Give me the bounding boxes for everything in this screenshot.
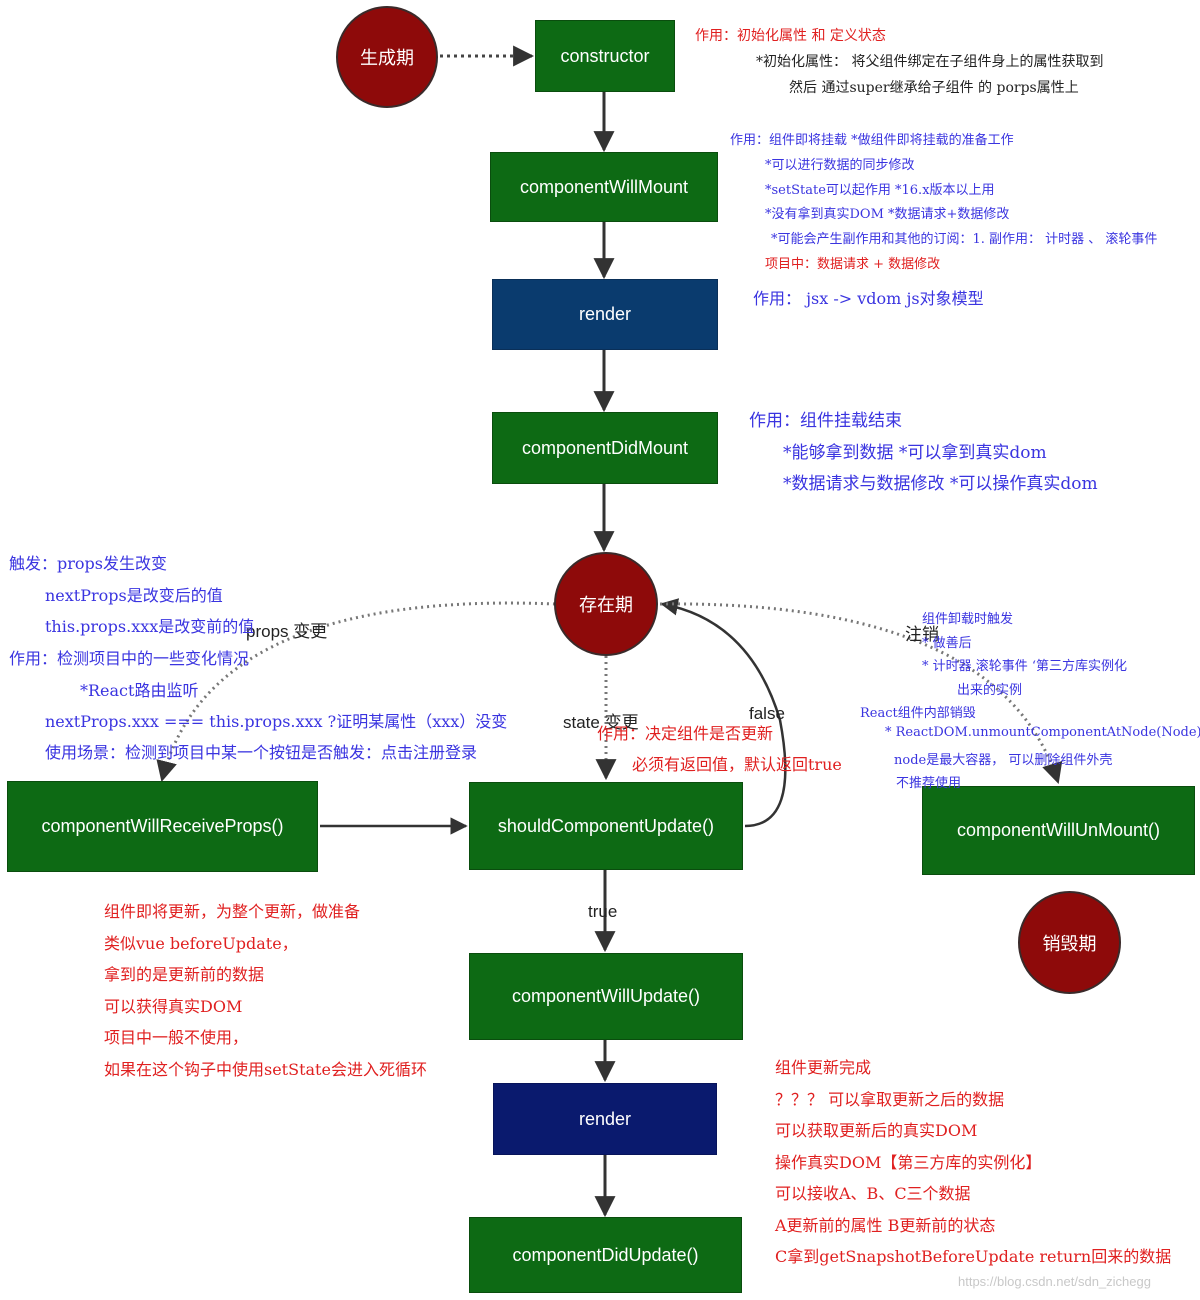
did-update-note-4: 操作真实DOM【第三方库的实例化】 — [775, 1153, 1042, 1172]
will-receive-props-note-7: 使用场景：检测到项目中某一个按钮是否触发：点击注册登录 — [45, 743, 478, 762]
destroy-phase-label: 销毁期 — [1042, 933, 1097, 954]
will-unmount-note-4: 出来的实例 — [957, 683, 1023, 698]
did-update-note-3: 可以获取更新后的真实DOM — [775, 1121, 978, 1140]
constructor-label: constructor — [560, 45, 650, 66]
render-update-node: render — [493, 1083, 717, 1155]
component-did-update-label: componentDidUpdate() — [512, 1244, 699, 1265]
will-unmount-note-3: * 计时器 滚轮事件 ‘第三方库实例化 — [922, 659, 1128, 674]
should-component-update-node: shouldComponentUpdate() — [469, 782, 743, 870]
should-component-update-label: shouldComponentUpdate() — [497, 815, 715, 836]
did-mount-note-1: 作用：组件挂载结束 — [749, 411, 902, 431]
props-change-label: props 变更 — [246, 622, 328, 641]
did-update-note-7: C拿到getSnapshotBeforeUpdate return回来的数据 — [775, 1247, 1172, 1266]
destroy-phase-node: 销毁期 — [1018, 891, 1121, 994]
will-unmount-note-7: node是最大容器， 可以删除组件外壳 — [894, 753, 1113, 768]
component-did-update-node: componentDidUpdate() — [469, 1217, 742, 1293]
will-receive-props-note-4: 作用：检测项目中的一些变化情况 — [9, 649, 250, 668]
component-will-unmount-label: componentWillUnMount() — [956, 820, 1161, 840]
will-receive-props-note-3: this.props.xxx是改变前的值 — [45, 617, 255, 636]
component-will-update-node: componentWillUpdate() — [469, 953, 743, 1040]
will-unmount-note-8: 不推荐使用 — [896, 776, 962, 791]
existence-phase-node: 存在期 — [554, 552, 658, 656]
will-update-note-3: 拿到的是更新前的数据 — [104, 965, 265, 984]
false-label: false — [749, 704, 785, 723]
will-mount-note-4: *没有拿到真实DOM *数据请求+数据修改 — [765, 207, 1010, 222]
will-unmount-note-5: React组件内部销毁 — [860, 706, 976, 721]
constructor-note-1: 作用：初始化属性 和 定义状态 — [695, 28, 886, 44]
constructor-note-3: 然后 通过super继承给子组件 的 porps属性上 — [789, 80, 1079, 96]
component-will-update-label: componentWillUpdate() — [511, 986, 701, 1006]
state-change-label: state 变更 — [563, 713, 639, 732]
will-unmount-note-1: 组件卸载时触发 — [922, 612, 1014, 627]
constructor-note-2: *初始化属性： 将父组件绑定在子组件身上的属性获取到 — [756, 54, 1104, 70]
unmount-label: 注销 — [905, 625, 939, 644]
component-will-receive-props-node: componentWillReceiveProps() — [7, 781, 318, 872]
will-update-note-4: 可以获得真实DOM — [104, 997, 243, 1016]
did-update-note-1: 组件更新完成 — [775, 1058, 872, 1077]
should-update-note-1: 作用：决定组件是否更新 — [597, 724, 774, 743]
render-note: 作用： jsx -> vdom js对象模型 — [753, 289, 984, 308]
constructor-node: constructor — [535, 20, 675, 92]
should-update-note-2: 必须有返回值，默认返回true — [632, 755, 842, 774]
will-receive-props-note-6: nextProps.xxx === this.props.xxx ?证明某属性（… — [45, 712, 508, 731]
will-receive-props-note-5: *React路由监听 — [80, 681, 199, 700]
did-update-note-5: 可以接收A、B、C三个数据 — [775, 1184, 971, 1203]
will-update-note-6: 如果在这个钩子中使用setState会进入死循环 — [104, 1060, 427, 1079]
edge-existence-willreceiveprops — [156, 601, 556, 783]
render-mount-label: render — [578, 304, 632, 324]
render-mount-node: render — [492, 279, 718, 350]
edge-shouldupdate-false-existence — [660, 598, 787, 828]
existence-phase-label: 存在期 — [579, 595, 633, 615]
watermark-text: https://blog.csdn.net/sdn_zichegg — [958, 1274, 1151, 1289]
will-mount-note-1: 作用：组件即将挂载 *做组件即将挂载的准备工作 — [730, 133, 1014, 148]
will-unmount-note-6: * ReactDOM.unmountComponentAtNode(Node) — [885, 725, 1200, 740]
did-mount-note-3: *数据请求与数据修改 *可以操作真实dom — [783, 474, 1098, 494]
birth-phase-node: 生成期 — [336, 6, 438, 108]
birth-phase-label: 生成期 — [360, 48, 414, 68]
component-did-mount-label: componentDidMount — [521, 437, 689, 458]
will-mount-note-5: *可能会产生副作用和其他的订阅：1. 副作用： 计时器 、 滚轮事件 — [771, 232, 1158, 247]
will-update-note-2: 类似vue beforeUpdate， — [104, 934, 298, 953]
component-will-mount-node: componentWillMount — [490, 152, 718, 222]
will-update-note-5: 项目中一般不使用， — [104, 1028, 249, 1047]
component-will-mount-label: componentWillMount — [519, 176, 689, 197]
will-unmount-note-2: * 做善后 — [922, 636, 972, 651]
will-receive-props-note-1: 触发：props发生改变 — [9, 554, 167, 573]
will-update-note-1: 组件即将更新，为整个更新，做准备 — [104, 902, 361, 921]
did-mount-note-2: *能够拿到数据 *可以拿到真实dom — [783, 443, 1047, 463]
component-will-unmount-node: componentWillUnMount() — [922, 786, 1195, 875]
true-label: true — [588, 902, 618, 921]
will-mount-note-3: *setState可以起作用 *16.x版本以上用 — [765, 183, 995, 198]
component-did-mount-node: componentDidMount — [492, 412, 718, 484]
did-update-note-2: ？？？ 可以拿取更新之后的数据 — [775, 1090, 1005, 1109]
will-receive-props-note-2: nextProps是改变后的值 — [45, 586, 223, 605]
component-will-receive-props-label: componentWillReceiveProps() — [41, 816, 284, 836]
render-update-label: render — [578, 1108, 632, 1129]
will-mount-note-2: *可以进行数据的同步修改 — [765, 158, 915, 173]
will-mount-note-6: 项目中：数据请求 + 数据修改 — [765, 257, 941, 272]
did-update-note-6: A更新前的属性 B更新前的状态 — [775, 1216, 996, 1235]
